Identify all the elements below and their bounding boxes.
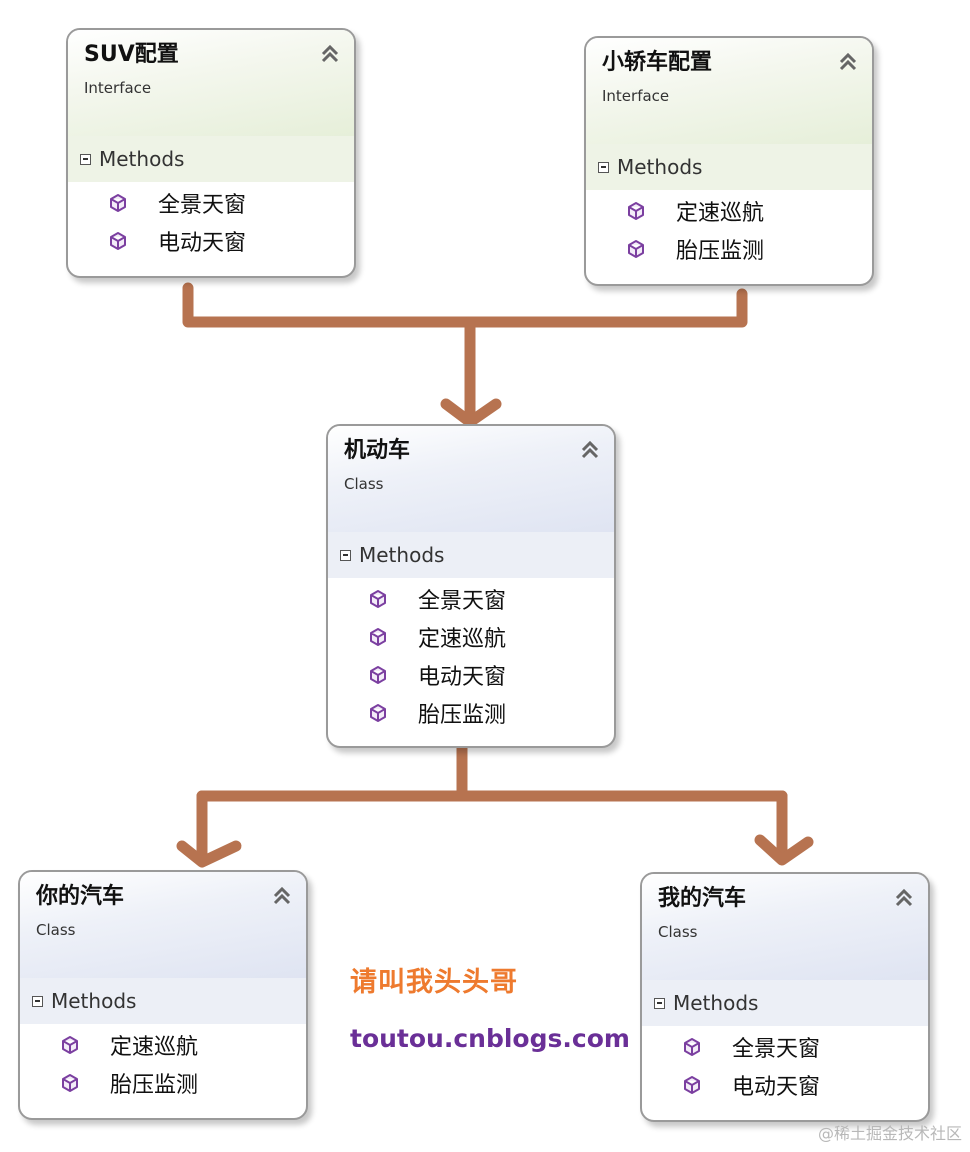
method-label: 胎压监测	[110, 1073, 199, 1098]
method-cube-icon	[62, 1036, 78, 1054]
box-title: 我的汽车	[658, 886, 747, 911]
method-cube-icon	[370, 704, 386, 722]
method-cube-icon	[370, 666, 386, 684]
box-title: SUV配置	[84, 42, 179, 67]
method-item[interactable]: 全景天窗	[642, 1028, 928, 1066]
method-cube-icon	[684, 1038, 700, 1056]
method-cube-icon	[62, 1074, 78, 1092]
method-item[interactable]: 全景天窗	[328, 580, 614, 618]
section-label: Methods	[99, 147, 185, 171]
method-label: 定速巡航	[418, 627, 507, 652]
method-cube-icon	[370, 590, 386, 608]
collapse-chevron-icon[interactable]	[578, 438, 602, 462]
methods-section-header[interactable]: Methods	[642, 980, 928, 1026]
method-label: 电动天窗	[158, 231, 247, 256]
collapse-minus-icon[interactable]	[340, 549, 351, 561]
methods-section-header[interactable]: Methods	[328, 532, 614, 578]
method-item[interactable]: 电动天窗	[642, 1066, 928, 1104]
method-label: 定速巡航	[676, 201, 765, 226]
method-cube-icon	[684, 1076, 700, 1094]
methods-list: 定速巡航 胎压监测	[20, 1024, 306, 1110]
collapse-minus-icon[interactable]	[80, 153, 91, 165]
box-kind: Class	[36, 921, 76, 939]
method-label: 定速巡航	[110, 1035, 199, 1060]
section-label: Methods	[673, 991, 759, 1015]
section-label: Methods	[359, 543, 445, 567]
box-kind: Interface	[602, 87, 670, 105]
method-label: 胎压监测	[676, 239, 765, 264]
motor-vehicle-class[interactable]: 机动车 Class Methods 全景天窗 定速巡航 电动天窗 胎压监测	[326, 424, 616, 748]
method-item[interactable]: 胎压监测	[20, 1064, 306, 1102]
methods-list: 全景天窗 电动天窗	[68, 182, 354, 268]
mine-arrowhead	[754, 834, 814, 866]
method-label: 全景天窗	[732, 1037, 821, 1062]
box-kind: Class	[344, 475, 384, 493]
method-cube-icon	[110, 194, 126, 212]
method-item[interactable]: 胎压监测	[586, 230, 872, 268]
collapse-minus-icon[interactable]	[598, 161, 609, 173]
method-item[interactable]: 定速巡航	[20, 1026, 306, 1064]
box-title: 小轿车配置	[602, 50, 713, 75]
collapse-chevron-icon[interactable]	[836, 50, 860, 74]
box-header: 机动车 Class	[328, 426, 614, 532]
method-item[interactable]: 全景天窗	[68, 184, 354, 222]
suv-config-interface[interactable]: SUV配置 Interface Methods 全景天窗 电动天窗	[66, 28, 356, 278]
collapse-chevron-icon[interactable]	[318, 42, 342, 66]
methods-section-header[interactable]: Methods	[586, 144, 872, 190]
method-label: 胎压监测	[418, 703, 507, 728]
footer-credit: @稀土掘金技术社区	[817, 1124, 962, 1143]
box-kind: Interface	[84, 79, 152, 97]
method-label: 电动天窗	[418, 665, 507, 690]
yours-arrowhead	[176, 840, 242, 868]
method-item[interactable]: 胎压监测	[328, 694, 614, 732]
method-item[interactable]: 电动天窗	[68, 222, 354, 260]
method-cube-icon	[628, 202, 644, 220]
box-kind: Class	[658, 923, 698, 941]
method-label: 全景天窗	[158, 193, 247, 218]
methods-list: 全景天窗 定速巡航 电动天窗 胎压监测	[328, 578, 614, 740]
my-car-class[interactable]: 我的汽车 Class Methods 全景天窗 电动天窗	[640, 872, 930, 1122]
method-cube-icon	[628, 240, 644, 258]
method-cube-icon	[110, 232, 126, 250]
collapse-minus-icon[interactable]	[654, 997, 665, 1009]
sedan-connector	[464, 288, 748, 328]
box-header: 你的汽车 Class	[20, 872, 306, 978]
section-label: Methods	[51, 989, 137, 1013]
methods-section-header[interactable]: Methods	[20, 978, 306, 1024]
methods-section-header[interactable]: Methods	[68, 136, 354, 182]
motor-arrowhead	[440, 398, 502, 428]
method-item[interactable]: 定速巡航	[586, 192, 872, 230]
method-cube-icon	[370, 628, 386, 646]
box-header: SUV配置 Interface	[68, 30, 354, 136]
method-label: 全景天窗	[418, 589, 507, 614]
box-title: 你的汽车	[36, 884, 125, 909]
box-header: 小轿车配置 Interface	[586, 38, 872, 144]
method-label: 电动天窗	[732, 1075, 821, 1100]
method-item[interactable]: 电动天窗	[328, 656, 614, 694]
watermark-url: toutou.cnblogs.com	[350, 1024, 630, 1053]
method-item[interactable]: 定速巡航	[328, 618, 614, 656]
watermark-text: 请叫我头头哥	[350, 967, 518, 998]
box-title: 机动车	[344, 438, 411, 463]
methods-list: 全景天窗 电动天窗	[642, 1026, 928, 1112]
suv-connector	[182, 282, 476, 328]
collapse-chevron-icon[interactable]	[270, 884, 294, 908]
collapse-chevron-icon[interactable]	[892, 886, 916, 910]
methods-list: 定速巡航 胎压监测	[586, 190, 872, 276]
box-header: 我的汽车 Class	[642, 874, 928, 980]
sedan-config-interface[interactable]: 小轿车配置 Interface Methods 定速巡航 胎压监测	[584, 36, 874, 286]
collapse-minus-icon[interactable]	[32, 995, 43, 1007]
your-car-class[interactable]: 你的汽车 Class Methods 定速巡航 胎压监测	[18, 870, 308, 1120]
section-label: Methods	[617, 155, 703, 179]
